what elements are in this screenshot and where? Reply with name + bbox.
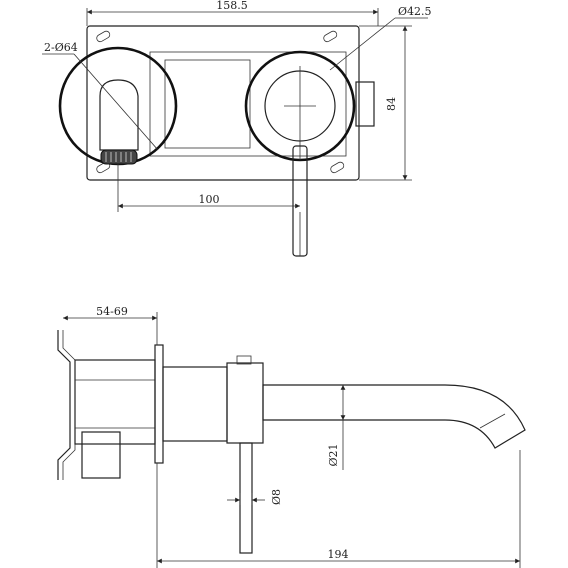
handle-cap-top [236, 355, 252, 365]
lower-outlet [81, 431, 121, 479]
aerator-mesh [105, 152, 132, 162]
dim-wall-depth: 54-69 [96, 305, 128, 318]
wall-bracket-inner [62, 330, 76, 480]
dim-spout-dia: Ø21 [327, 443, 340, 466]
aerator [100, 149, 138, 165]
leader-holes [73, 53, 159, 151]
front-view: 158.5 2-Ø64 Ø42.5 84 100 [42, 0, 432, 257]
dim-handle-dia: Ø42.5 [398, 5, 432, 18]
spout-rosette [58, 46, 178, 166]
leader-handle [329, 17, 396, 71]
spout-tip-line [479, 413, 506, 429]
mount-slot-tr [323, 30, 338, 43]
backplate-recess [164, 59, 251, 149]
spout-tube [262, 384, 526, 449]
dim-hole-spec: 2-Ø64 [44, 41, 78, 54]
backplate-inner [149, 51, 347, 157]
dim-overall-width: 158.5 [216, 0, 248, 12]
wall-bracket [57, 330, 71, 480]
mount-slot-tl [96, 30, 111, 43]
side-knob [355, 81, 375, 127]
handle-cap [226, 362, 264, 444]
side-lever [239, 442, 253, 554]
dim-lever-dia: Ø8 [270, 489, 283, 505]
dim-centres: 100 [199, 193, 220, 206]
mount-slot-br [330, 161, 345, 174]
dim-height: 84 [385, 97, 398, 111]
backplate-outer [86, 25, 360, 181]
valve-body [74, 359, 156, 445]
side-view: 54-69 Ø21 Ø8 194 [57, 305, 526, 568]
flange [154, 344, 164, 464]
dim-projection: 194 [328, 548, 349, 561]
spout-collar [162, 366, 228, 442]
